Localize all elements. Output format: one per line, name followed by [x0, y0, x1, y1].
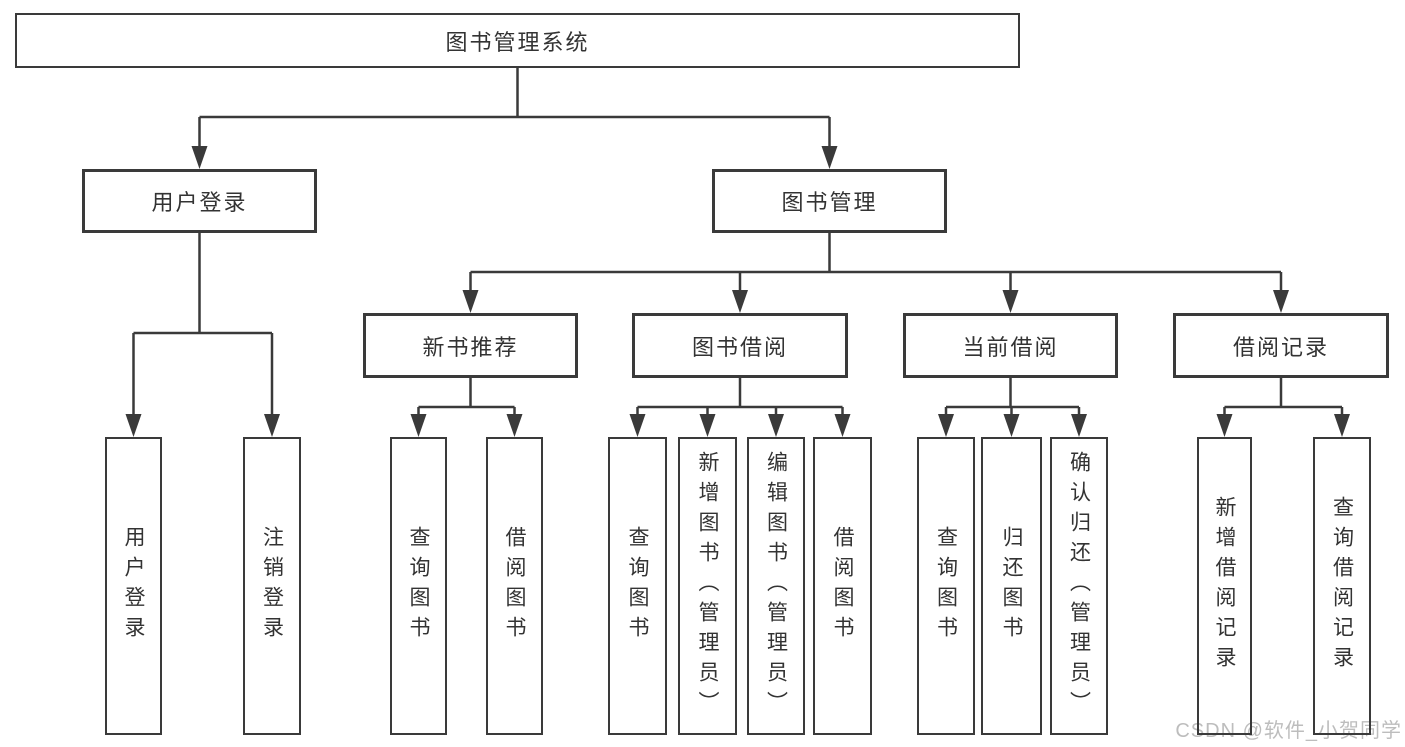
leaf-label: 编辑图书（管理员）: [764, 451, 788, 721]
leaf-label: 注销登录: [260, 526, 284, 646]
node-book-management: 图书管理: [712, 169, 947, 233]
leaf-label: 借阅图书: [503, 526, 526, 646]
leaf-borrow-books-2: 借阅图书: [813, 437, 872, 735]
node-label: 新书推荐: [422, 334, 519, 360]
leaf-confirm-return-admin: 确认归还（管理员）: [1050, 437, 1108, 735]
leaf-user-login: 用户登录: [105, 437, 162, 735]
leaf-label: 用户登录: [122, 526, 145, 646]
node-label: 借阅记录: [1232, 334, 1329, 360]
csdn-watermark: CSDN @软件_小贺同学: [1175, 720, 1402, 742]
node-label: 图书管理系统: [445, 29, 590, 55]
node-label: 用户登录: [151, 190, 248, 215]
node-new-book-recommend: 新书推荐: [363, 313, 578, 378]
connector-book-management-to-level3: [462, 233, 1289, 313]
leaf-add-books-admin: 新增图书（管理员）: [678, 437, 737, 735]
node-label: 图书借阅: [691, 334, 788, 360]
leaf-label: 查询图书: [407, 526, 430, 646]
connector-root-to-level2: [191, 68, 838, 169]
leaf-add-borrow-record: 新增借阅记录: [1197, 437, 1252, 735]
node-label: 图书管理: [781, 190, 878, 215]
connector-user-login-to-leaves: [125, 233, 280, 437]
connector-borrowing-records-to-leaves: [1216, 378, 1350, 437]
leaf-query-borrow-record: 查询借阅记录: [1313, 437, 1371, 735]
node-label: 当前借阅: [962, 334, 1059, 360]
node-library-management-system: 图书管理系统: [15, 13, 1020, 68]
connector-new-book-recommend-to-leaves: [410, 378, 523, 437]
node-user-login: 用户登录: [82, 169, 317, 233]
node-current-borrowing: 当前借阅: [903, 313, 1118, 378]
leaf-borrow-books-1: 借阅图书: [486, 437, 543, 735]
leaf-label: 查询图书: [626, 526, 649, 646]
leaf-query-books-2: 查询图书: [608, 437, 667, 735]
leaf-label: 查询借阅记录: [1330, 496, 1354, 676]
node-book-borrowing: 图书借阅: [632, 313, 848, 378]
leaf-label: 新增借阅记录: [1213, 496, 1236, 676]
leaf-query-books-3: 查询图书: [917, 437, 975, 735]
node-borrowing-records: 借阅记录: [1173, 313, 1389, 378]
leaf-edit-books-admin: 编辑图书（管理员）: [747, 437, 805, 735]
leaf-logout: 注销登录: [243, 437, 301, 735]
connector-book-borrowing-to-leaves: [629, 378, 851, 437]
leaf-label: 归还图书: [1000, 526, 1023, 646]
leaf-label: 新增图书（管理员）: [696, 451, 719, 721]
leaf-return-books: 归还图书: [981, 437, 1042, 735]
leaf-query-books-1: 查询图书: [390, 437, 447, 735]
leaf-label: 确认归还（管理员）: [1067, 451, 1091, 721]
connector-current-borrowing-to-leaves: [938, 378, 1087, 437]
leaf-label: 借阅图书: [831, 526, 854, 646]
leaf-label: 查询图书: [934, 526, 958, 646]
